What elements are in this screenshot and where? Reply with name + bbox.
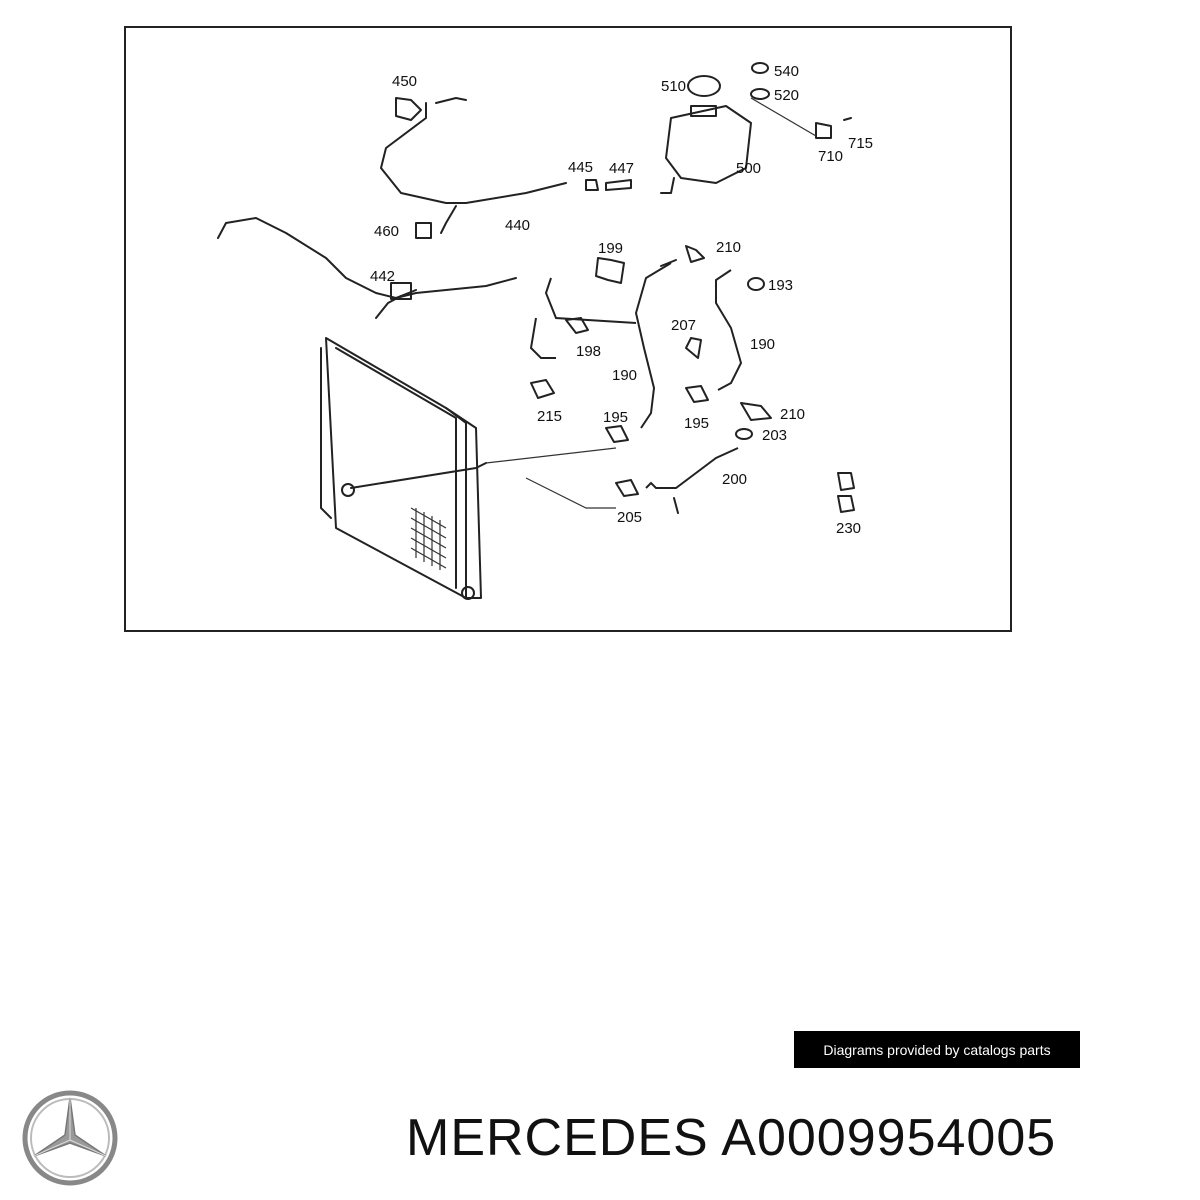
clamp-210-top <box>685 245 705 263</box>
callout-195-left: 195 <box>603 409 628 426</box>
callout-190-left: 190 <box>612 367 637 384</box>
callout-540: 540 <box>774 63 799 80</box>
part-title: MERCEDES A0009954005 <box>406 1109 1057 1167</box>
callout-230: 230 <box>836 520 861 537</box>
callout-460: 460 <box>374 223 399 240</box>
clamp-215 <box>530 379 555 399</box>
hose-450 <box>380 97 567 204</box>
callout-710: 710 <box>818 148 843 165</box>
callout-205: 205 <box>617 509 642 526</box>
callout-labels: 450 510 540 520 715 710 500 445 447 440 … <box>370 63 873 537</box>
callout-447: 447 <box>609 160 634 177</box>
clamp-198 <box>565 317 589 334</box>
callout-510: 510 <box>661 78 686 95</box>
callout-450: 450 <box>392 73 417 90</box>
hose-440 <box>440 205 457 234</box>
callout-203: 203 <box>762 427 787 444</box>
radiator <box>320 337 617 600</box>
hose-442 <box>217 217 517 319</box>
parts-diagram: 450 510 540 520 715 710 500 445 447 440 … <box>124 26 1012 632</box>
credit-text: Diagrams provided by catalogs parts <box>823 1041 1051 1058</box>
clip-207 <box>685 337 702 359</box>
callout-210-bottom: 210 <box>780 406 805 423</box>
hose-198 <box>529 277 637 359</box>
hose-190-upper <box>634 259 677 429</box>
callout-200: 200 <box>722 471 747 488</box>
callout-199: 199 <box>598 240 623 257</box>
callout-215: 215 <box>537 408 562 425</box>
callout-445: 445 <box>568 159 593 176</box>
diagram-drawing: 450 510 540 520 715 710 500 445 447 440 … <box>217 62 873 600</box>
callout-198: 198 <box>576 343 601 360</box>
callout-500: 500 <box>736 160 761 177</box>
hose-200 <box>645 447 739 514</box>
mercedes-star-icon <box>22 1090 118 1186</box>
callout-520: 520 <box>774 87 799 104</box>
oring-193 <box>747 277 765 291</box>
clamp-195-right <box>685 385 709 403</box>
callout-190-right: 190 <box>750 336 775 353</box>
expansion-tank-500 <box>660 62 852 194</box>
credit-badge: Diagrams provided by catalogs parts <box>794 1031 1080 1068</box>
hose-190-right <box>715 269 743 391</box>
oring-203 <box>735 428 753 440</box>
clip-445 <box>585 179 599 191</box>
callout-440: 440 <box>505 217 530 234</box>
callout-195-right: 195 <box>684 415 709 432</box>
connector-447 <box>605 179 632 191</box>
callout-193: 193 <box>768 277 793 294</box>
clamp-195-left <box>605 425 629 443</box>
clip-230 <box>837 472 855 513</box>
callout-715: 715 <box>848 135 873 152</box>
callout-442: 442 <box>370 268 395 285</box>
callout-207: 207 <box>671 317 696 334</box>
clamp-205 <box>615 479 639 497</box>
clip-460 <box>415 222 432 239</box>
clamp-210-bottom <box>740 402 772 421</box>
clip-199 <box>595 257 625 284</box>
callout-210-top: 210 <box>716 239 741 256</box>
